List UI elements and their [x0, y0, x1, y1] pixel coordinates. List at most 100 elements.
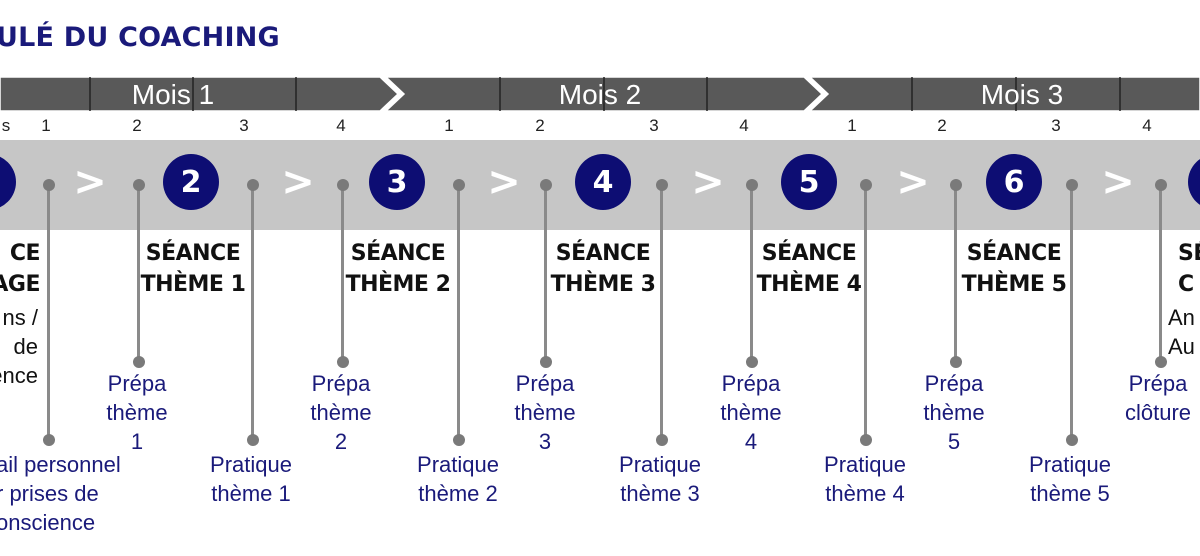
prep-line: thème [720, 400, 782, 425]
practice-line: Pratique [619, 452, 701, 477]
practice-item-5: Pratique thème 4 [805, 450, 925, 508]
prep-line: Prépa [1128, 371, 1188, 396]
prep-line: Prépa [515, 371, 575, 396]
prep-line: thème [923, 400, 985, 425]
prep-line: Prépa [107, 371, 167, 396]
session-title-line2: C [1178, 272, 1194, 297]
prep-item-6: Prépa clôture [1110, 369, 1200, 427]
session-title-5: SÉANCE THÈME 4 [749, 238, 869, 300]
prep-line: thème [310, 400, 372, 425]
prep-stem [750, 185, 753, 362]
month-arrow-bar [0, 76, 1200, 112]
prep-item-5: Prépa thème 5 [904, 369, 1004, 456]
session-circle-2: 2 [163, 154, 219, 210]
week-label: 1 [41, 116, 51, 135]
chevron-right-icon: > [691, 159, 725, 205]
session-1-details: ns / de ence [0, 303, 38, 390]
session-7-details: An Au [1168, 303, 1200, 361]
session-title-7: SÉ C [1178, 238, 1200, 300]
session-title-2: SÉANCE THÈME 1 [133, 238, 253, 300]
detail-line: de [13, 334, 38, 359]
chevron-right-icon: > [1101, 159, 1135, 205]
practice-line: thème 3 [620, 481, 700, 506]
practice-dot [860, 179, 872, 191]
session-title-line2: THÈME 4 [756, 272, 862, 297]
practice-dot [1066, 434, 1078, 446]
month-label-3: Mois 3 [980, 79, 1064, 110]
practice-dot [656, 179, 668, 191]
prep-dot [1155, 179, 1167, 191]
session-title-1: CE AGE [0, 238, 41, 300]
prep-item-3: Prépa thème 3 [495, 369, 595, 456]
practice-line: Pratique [824, 452, 906, 477]
prep-line: 3 [538, 429, 552, 454]
session-title-line1: SÉ [1178, 241, 1200, 266]
week-label: 4 [739, 116, 749, 135]
session-title-3: SÉANCE THÈME 2 [338, 238, 458, 300]
practice-stem [864, 185, 867, 440]
prep-line: thème [514, 400, 576, 425]
practice-line: Pratique [1029, 452, 1111, 477]
prep-line: 2 [334, 429, 348, 454]
chevron-right-icon: > [487, 159, 521, 205]
chevron-right-icon: > [896, 159, 930, 205]
practice-dot [656, 434, 668, 446]
session-title-line1: SÉANCE [966, 241, 1062, 266]
prep-line: Prépa [924, 371, 984, 396]
practice-line: thème 4 [825, 481, 905, 506]
session-title-line2: THÈME 2 [345, 272, 451, 297]
chevron-right-icon: > [281, 159, 315, 205]
practice-line: thème 2 [418, 481, 498, 506]
practice-item-4: Pratique thème 3 [600, 450, 720, 508]
prep-dot [133, 356, 145, 368]
prep-dot [950, 356, 962, 368]
prep-dot [337, 179, 349, 191]
practice-item-6: Pratique thème 5 [1010, 450, 1130, 508]
prep-item-1: Prépa thème 1 [87, 369, 187, 456]
practice-dot [453, 179, 465, 191]
practice-line: onscience [0, 510, 96, 535]
prep-line: Prépa [721, 371, 781, 396]
month-label-2: Mois 2 [558, 79, 642, 110]
practice-item-1: ail personnel r prises de onscience [0, 450, 146, 537]
prep-dot [950, 179, 962, 191]
prep-line: clôture [1124, 400, 1192, 425]
page-title: ULÉ DU COACHING [0, 22, 280, 53]
practice-line: thème 5 [1030, 481, 1110, 506]
prep-item-2: Prépa thème 2 [291, 369, 391, 456]
prep-line: 5 [947, 429, 961, 454]
session-title-line2: AGE [0, 272, 41, 297]
practice-stem [457, 185, 460, 440]
prep-dot [540, 356, 552, 368]
week-label: 3 [1051, 116, 1061, 135]
prep-line: 1 [130, 429, 144, 454]
week-label: 1 [847, 116, 857, 135]
practice-dot [247, 434, 259, 446]
session-title-line1: CE [9, 241, 41, 266]
prep-dot [133, 179, 145, 191]
week-label: 3 [649, 116, 659, 135]
week-label: s [1, 116, 11, 135]
practice-item-3: Pratique thème 2 [398, 450, 518, 508]
prep-stem [544, 185, 547, 362]
week-label: 4 [336, 116, 346, 135]
month-label-1: Mois 1 [131, 79, 215, 110]
session-circle-7 [1188, 154, 1200, 210]
practice-stem [47, 185, 50, 440]
prep-line: thème [106, 400, 168, 425]
prep-stem [954, 185, 957, 362]
practice-stem [251, 185, 254, 440]
session-title-6: SÉANCE THÈME 5 [954, 238, 1074, 300]
practice-dot [1066, 179, 1078, 191]
practice-line: Pratique [417, 452, 499, 477]
session-title-4: SÉANCE THÈME 3 [543, 238, 663, 300]
week-label: 2 [132, 116, 142, 135]
practice-line: Pratique [210, 452, 292, 477]
session-circle-5: 5 [781, 154, 837, 210]
prep-dot [540, 179, 552, 191]
month-3-segment [808, 76, 1200, 112]
practice-dot [43, 434, 55, 446]
detail-line: An [1168, 305, 1195, 330]
session-title-line1: SÉANCE [350, 241, 446, 266]
